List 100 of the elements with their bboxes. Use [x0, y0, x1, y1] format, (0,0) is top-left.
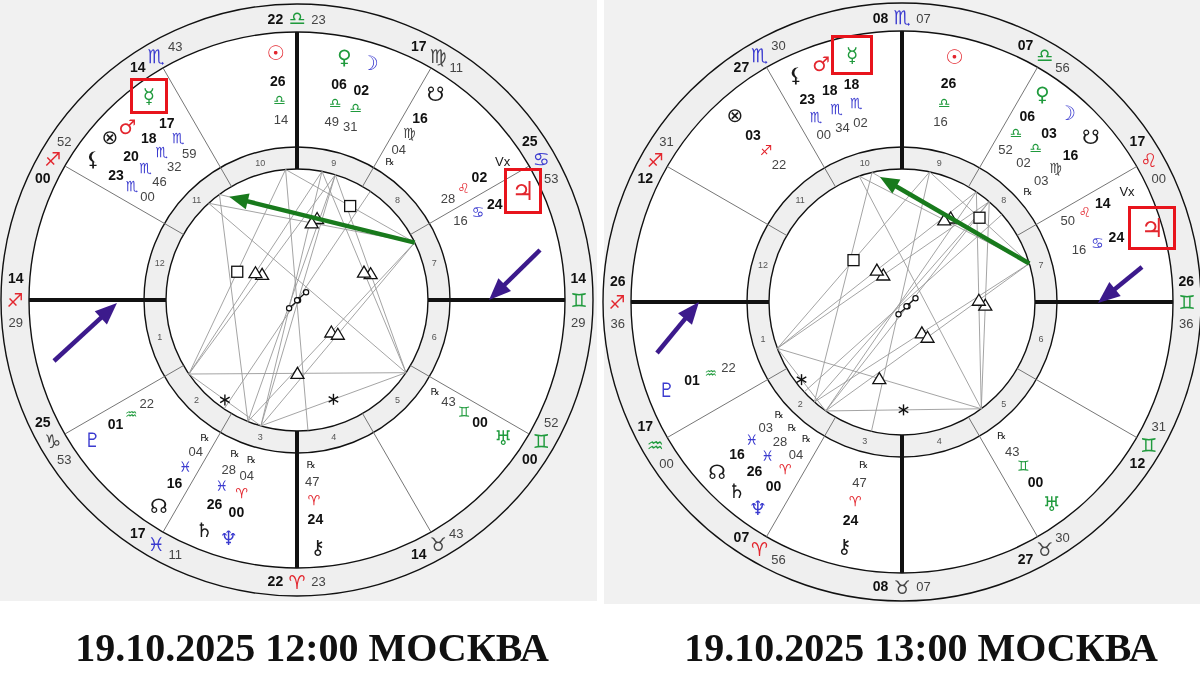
- house-number: 11: [191, 195, 202, 205]
- house-number: 9: [331, 158, 337, 168]
- planet-glyph: ⚸: [788, 64, 804, 85]
- planet-glyph: ☉: [945, 46, 964, 67]
- zodiac-sign: ♊: [457, 404, 471, 419]
- retrograde-mark: ℞: [787, 422, 797, 433]
- planet-degree: 16: [1062, 147, 1079, 162]
- zodiac-sign: ♏: [751, 45, 768, 65]
- house-number: 4: [331, 432, 337, 442]
- zodiac-sign: ♋: [471, 204, 484, 219]
- vertex-label: Vx: [1119, 184, 1135, 198]
- cusp-minutes: 53: [544, 171, 559, 185]
- house-number: 12: [154, 258, 165, 268]
- planet-degree: 18: [822, 83, 838, 97]
- planet-degree: 16: [166, 475, 183, 490]
- house-number: 9: [936, 158, 942, 168]
- planet-minutes: 04: [788, 447, 804, 460]
- cusp-minutes: 23: [311, 12, 326, 26]
- cusp-minutes: 07: [916, 579, 931, 593]
- cusp-degree: 25: [34, 414, 51, 429]
- cusp-degree: 26: [610, 273, 626, 288]
- planet-minutes: 43: [1005, 444, 1020, 457]
- cusp-degree: 12: [637, 171, 653, 186]
- zodiac-sign: ♏: [125, 178, 138, 193]
- planet-glyph: ♄: [195, 519, 214, 540]
- planet-degree: 00: [472, 415, 488, 430]
- zodiac-sign: ♈: [235, 486, 248, 501]
- retrograde-mark: ℞: [997, 431, 1007, 442]
- zodiac-sign: ♐: [6, 290, 24, 310]
- house-number: 3: [862, 436, 868, 446]
- zodiac-sign: ♉: [1036, 539, 1053, 559]
- planet-degree: 03: [1041, 125, 1057, 140]
- retrograde-mark: ℞: [430, 387, 440, 398]
- highlight-frame: [504, 168, 543, 214]
- zodiac-sign: ♉: [893, 577, 911, 597]
- planet-minutes: 02: [853, 115, 868, 129]
- cusp-minutes: 30: [1055, 530, 1070, 544]
- zodiac-sign: ♓: [178, 460, 192, 474]
- planet-minutes: 22: [139, 396, 155, 410]
- planet-minutes: 59: [182, 146, 197, 160]
- planet-degree: 24: [842, 513, 859, 527]
- zodiac-sign: ♌: [1140, 150, 1158, 169]
- planet-degree: 01: [107, 417, 124, 432]
- planet-glyph: ☉: [266, 42, 285, 63]
- planet-minutes: 00: [816, 127, 832, 141]
- vertex-label: Vx: [495, 154, 511, 168]
- planet-minutes: 03: [1033, 173, 1049, 187]
- planet-degree: 14: [1095, 195, 1111, 210]
- cusp-degree: 12: [1129, 455, 1146, 470]
- cusp-minutes: 53: [57, 452, 72, 466]
- zodiac-sign: ♒: [704, 366, 718, 381]
- house-number: 6: [1038, 334, 1044, 344]
- planet-minutes: 16: [453, 213, 468, 227]
- house-number: 12: [757, 260, 768, 270]
- planet-degree: 16: [729, 446, 745, 461]
- zodiac-sign: ♏: [171, 131, 185, 145]
- planet-glyph: ☋: [1082, 126, 1100, 147]
- house-number: 2: [797, 399, 803, 409]
- retrograde-mark: ℞: [306, 460, 316, 471]
- retrograde-mark: ℞: [246, 454, 256, 465]
- zodiac-sign: ♎: [273, 92, 286, 107]
- highlight-frame: [831, 35, 874, 75]
- zodiac-sign: ♈: [307, 493, 321, 508]
- cusp-degree: 08: [872, 10, 889, 25]
- planet-degree: 26: [940, 75, 957, 90]
- zodiac-sign: ♐: [646, 150, 664, 169]
- planet-minutes: 47: [852, 475, 867, 489]
- planet-degree: 18: [140, 130, 157, 145]
- house-number: 8: [394, 195, 400, 205]
- planet-glyph: ⊗: [101, 127, 119, 148]
- zodiac-sign: ♏: [147, 46, 165, 66]
- house-number: 4: [936, 436, 942, 446]
- planet-glyph: ☽: [360, 52, 379, 73]
- planet-glyph: ☊: [150, 496, 168, 517]
- retrograde-mark: ℞: [1023, 187, 1033, 197]
- retrograde-mark: ℞: [230, 448, 240, 459]
- zodiac-sign: ♊: [1140, 435, 1158, 454]
- planet-minutes: 49: [324, 114, 339, 128]
- cusp-minutes: 00: [659, 456, 674, 470]
- zodiac-sign: ♒: [124, 406, 138, 421]
- cusp-minutes: 43: [449, 526, 464, 540]
- zodiac-sign: ♈: [288, 572, 306, 592]
- zodiac-sign: ♓: [745, 433, 759, 448]
- planet-glyph: ☋: [426, 84, 445, 105]
- planet-minutes: 03: [758, 420, 774, 434]
- retrograde-mark: ℞: [385, 157, 395, 168]
- retrograde-mark: ℞: [200, 432, 210, 443]
- cusp-degree: 14: [411, 547, 427, 562]
- planet-minutes: 31: [342, 119, 358, 133]
- zodiac-sign: ♏: [830, 101, 843, 116]
- house-number: 3: [257, 432, 263, 442]
- zodiac-sign: ♊: [532, 431, 550, 451]
- cusp-degree: 00: [521, 452, 538, 467]
- highlight-frame: [129, 78, 168, 115]
- cusp-degree: 17: [411, 38, 427, 53]
- planet-minutes: 22: [721, 360, 736, 373]
- chart-caption: 19.10.2025 13:00 МОСКВА: [684, 628, 1158, 668]
- highlight-frame: [1128, 205, 1177, 250]
- planet-degree: 18: [843, 76, 860, 91]
- zodiac-sign: ♏: [809, 110, 823, 125]
